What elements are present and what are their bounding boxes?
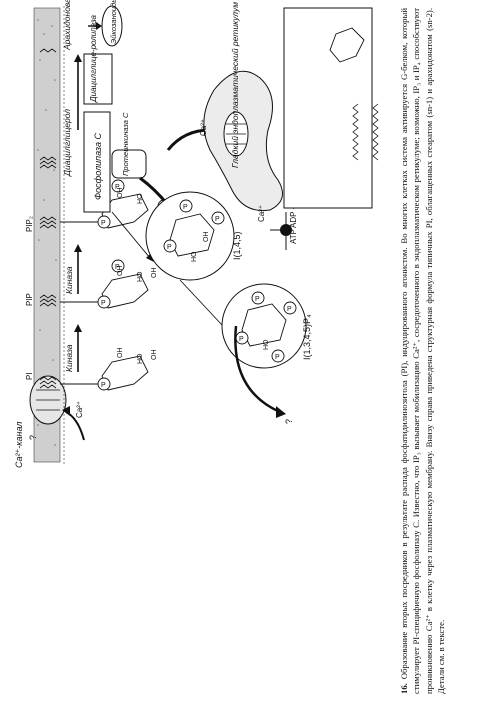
svg-text:OH: OH — [151, 268, 158, 279]
question-mark-left: ? — [28, 435, 38, 440]
svg-text:P: P — [101, 382, 106, 389]
arachidonic-acid: Арахидоновая кислота — [39, 0, 72, 53]
er-ca-top: Ca²⁺ — [199, 119, 208, 136]
protein-kinase-c: Протеинкиназа С — [111, 112, 147, 179]
diacylglycerol: Диацилглицерол — [39, 109, 72, 177]
svg-text:Арахидоновая кислота: Арахидоновая кислота — [62, 0, 72, 51]
smooth-er — [203, 70, 283, 212]
ip3-circle: P P P HO OH — [145, 191, 235, 281]
svg-text:Протеинкиназа С: Протеинкиназа С — [121, 112, 130, 176]
svg-text:P: P — [101, 300, 106, 307]
svg-text:Фосфолипаза С: Фосфолипаза С — [93, 132, 103, 200]
structural-formula-box — [283, 7, 379, 209]
svg-text:HO: HO — [191, 251, 198, 262]
lipid-pip2: PIP₂ — [25, 216, 57, 232]
ca-ion-left: Ca²⁺ — [75, 401, 84, 418]
inositol-pip — [60, 259, 149, 309]
svg-text:HO: HO — [137, 193, 144, 204]
lipid-pi: PI — [25, 372, 57, 389]
caption-text: Образование вторых посредников в результ… — [399, 8, 447, 694]
ca-channel-left — [29, 375, 67, 425]
svg-text:PIP₂: PIP₂ — [25, 216, 34, 232]
svg-text:P: P — [101, 220, 106, 227]
svg-text:Диацилглицерол: Диацилглицерол — [62, 109, 72, 177]
svg-text:P: P — [115, 184, 120, 191]
svg-text:PIP: PIP — [25, 293, 34, 306]
svg-text:PI: PI — [25, 372, 34, 380]
diacylglycerol-lipase-box: Диацилглице-ролипаза — [74, 14, 113, 130]
svg-text:OH: OH — [117, 348, 124, 359]
svg-text:P: P — [183, 204, 188, 211]
ip4-circle: P P P P HO — [221, 283, 307, 369]
svg-text:Киназа: Киназа — [64, 344, 74, 372]
svg-text:Диацилглице-ролипаза: Диацилглице-ролипаза — [89, 14, 98, 103]
svg-text:P: P — [239, 336, 244, 343]
kinase-2: Киназа — [64, 244, 82, 294]
figure-caption: 16. Образование вторых посредников в рез… — [398, 8, 470, 694]
svg-text:OH: OH — [117, 266, 124, 277]
svg-text:ATP: ATP — [289, 229, 298, 244]
svg-text:P: P — [215, 216, 220, 223]
er-label: Гладкий эндоплазматический ретикулум — [230, 2, 240, 168]
svg-text:OH: OH — [117, 188, 124, 199]
svg-text:P: P — [287, 306, 292, 313]
svg-text:HO: HO — [137, 271, 144, 282]
svg-text:P: P — [255, 296, 260, 303]
ip3-label: I(1,4,5) — [232, 231, 242, 260]
svg-text:HO: HO — [263, 339, 270, 350]
question-mark-ip4: ? — [284, 419, 294, 424]
phospholipase-c-box: Фосфолипаза С — [83, 111, 111, 213]
lipid-pip: PIP — [25, 293, 57, 307]
kinase-1: Киназа — [64, 324, 82, 372]
eicosanoids: Эйкозаноиды — [88, 0, 123, 47]
svg-text:P: P — [167, 244, 172, 251]
svg-text:Эйкозаноиды: Эйкозаноиды — [109, 0, 118, 44]
inositol-pi — [60, 355, 149, 391]
svg-text:P: P — [115, 264, 120, 271]
svg-text:OH: OH — [203, 232, 210, 243]
svg-text:Киназа: Киназа — [64, 266, 74, 294]
svg-text:ADP + Pᵢ: ADP + Pᵢ — [289, 196, 298, 228]
ca-channel-label: Ca²⁺-канал — [14, 422, 24, 468]
caption-number: 16. — [399, 683, 409, 694]
ip4-label: I(1,3,4,5)P₄ — [302, 314, 312, 360]
svg-text:P: P — [275, 354, 280, 361]
svg-text:OH: OH — [151, 350, 158, 361]
svg-text:HO: HO — [137, 353, 144, 364]
atp-pump: Ca²⁺ ATP ADP + Pᵢ — [257, 196, 298, 250]
svg-text:Ca²⁺: Ca²⁺ — [257, 205, 266, 222]
